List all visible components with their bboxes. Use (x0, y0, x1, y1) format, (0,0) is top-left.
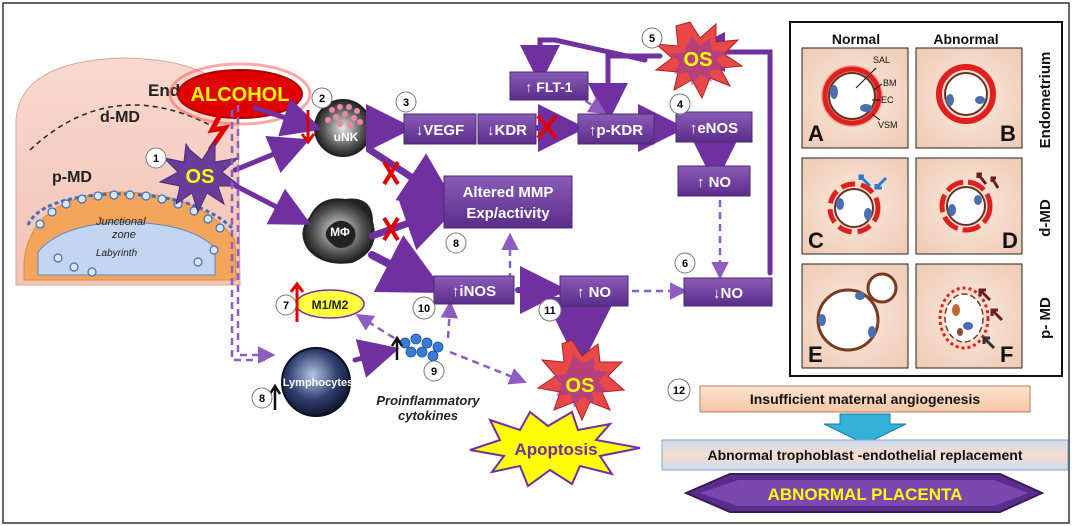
placenta-illustration: End d-MD p-MD Junctional zone Labyrinth (15, 57, 241, 286)
tile-letter-e: E (808, 342, 823, 367)
step-10: 10 (412, 296, 436, 320)
box-pkdr: ↑p-KDR (589, 122, 643, 139)
box-no-up-right: ↑ NO (697, 174, 732, 191)
col-normal: Normal (832, 31, 880, 47)
lymphocytes-label: Lymphocytes (283, 377, 354, 389)
black-up-markers (268, 335, 404, 410)
svg-text:12: 12 (673, 385, 685, 397)
step-1: 1 (145, 147, 167, 169)
annot-ec: EC (881, 95, 894, 105)
svg-text:11: 11 (544, 305, 556, 317)
m1m2-badge: M1/M2 (295, 289, 365, 319)
cytokines-label-1: Proinflammatory (376, 393, 480, 408)
box-mmp-line1: Altered MMP (463, 184, 554, 201)
label-pmd: p-MD (52, 169, 92, 186)
step-6: 6 (674, 252, 696, 274)
svg-text:3: 3 (403, 97, 409, 109)
box-vegf: ↓VEGF (416, 122, 464, 139)
macrophage-label: MΦ (330, 225, 350, 239)
step-5: 5 (641, 27, 663, 49)
cytokines-label-2: cytokines (398, 408, 458, 423)
annot-vsm: VSM (878, 120, 898, 130)
svg-text:7: 7 (283, 300, 289, 312)
m1m2-label: M1/M2 (312, 298, 349, 312)
box-flt1: ↑ FLT-1 (525, 79, 572, 95)
row-dmd: d-MD (1037, 199, 1054, 237)
red-markers (289, 110, 558, 322)
tile-letter-a: A (808, 121, 824, 146)
vessel-panel: Normal Abnormal Endometrium d-MD p- MD S… (789, 21, 1063, 377)
box-no-down: ↓NO (713, 285, 743, 302)
label-junctional: Junctional (95, 216, 146, 228)
apoptosis-burst: Apoptosis (469, 410, 641, 488)
unk-label: uNK (334, 130, 359, 144)
box-inos: ↑iNOS (452, 283, 496, 300)
svg-text:4: 4 (677, 99, 684, 111)
os-label-left: OS (186, 166, 215, 188)
row-endometrium: Endometrium (1037, 52, 1054, 149)
os-burst-left: OS (158, 138, 242, 214)
box-abnormal-troph: Abnormal trophoblast -endothelial replac… (707, 447, 1022, 463)
tile-letter-b: B (1000, 121, 1016, 146)
step-8b: 8 (251, 387, 273, 409)
step-11: 11 (538, 298, 562, 322)
lymphocyte-cell: Lymphocytes (281, 347, 354, 417)
svg-text:2: 2 (319, 93, 325, 105)
box-insufficient: Insufficient maternal angiogenesis (750, 391, 980, 407)
os-burst-bottom: OS (536, 339, 626, 422)
box-mmp-line2: Exp/activity (466, 205, 550, 222)
unk-cell: uNK (314, 99, 372, 157)
svg-text:8: 8 (259, 393, 265, 405)
svg-text:5: 5 (649, 33, 655, 45)
box-enos: ↑eNOS (690, 120, 738, 137)
col-abnormal: Abnormal (933, 31, 998, 47)
step-8a: 8 (445, 232, 467, 254)
label-dmd: d-MD (100, 109, 140, 126)
step-3: 3 (395, 91, 417, 113)
apoptosis-label: Apoptosis (514, 440, 597, 459)
svg-text:10: 10 (418, 303, 430, 315)
svg-text:6: 6 (682, 258, 688, 270)
tile-letter-f: F (1000, 342, 1013, 367)
annot-bm: BM (883, 78, 897, 88)
cytokine-dots (399, 333, 444, 362)
svg-text:1: 1 (153, 153, 159, 165)
annot-sal: SAL (873, 55, 890, 65)
step-7: 7 (275, 294, 297, 316)
svg-text:9: 9 (431, 366, 437, 378)
box-abnormal-placenta: ABNORMAL PLACENTA (768, 485, 963, 504)
box-kdr: ↓KDR (487, 122, 527, 139)
step-numbers: 1 2 3 4 5 6 7 8 9 10 11 8 12 (145, 27, 696, 409)
box-no-mid: ↑ NO (577, 284, 612, 301)
macrophage-cell: MΦ (302, 198, 375, 264)
label-labyrinth: Labyrinth (96, 248, 138, 259)
step-2: 2 (311, 87, 333, 109)
step-12: 12 (667, 378, 691, 402)
tile-letter-c: C (808, 228, 824, 253)
outcome-boxes: Insufficient maternal angiogenesis Abnor… (661, 385, 1069, 513)
alcohol-badge: ALCOHOL (168, 62, 312, 152)
tile-letter-d: D (1002, 228, 1018, 253)
svg-text:8: 8 (453, 238, 459, 250)
step-9: 9 (423, 360, 445, 382)
os-label-top: OS (684, 49, 713, 71)
step-4: 4 (669, 93, 691, 115)
row-pmd: p- MD (1037, 297, 1054, 339)
os-label-bottom: OS (566, 375, 595, 397)
label-zone: zone (111, 229, 136, 241)
os-burst-top: OS (654, 21, 744, 100)
alcohol-label: ALCOHOL (191, 84, 290, 106)
pathway-boxes: ↓VEGF ↓KDR ↑ FLT-1 ↑p-KDR ↑eNOS ↑ NO Alt… (403, 71, 773, 307)
